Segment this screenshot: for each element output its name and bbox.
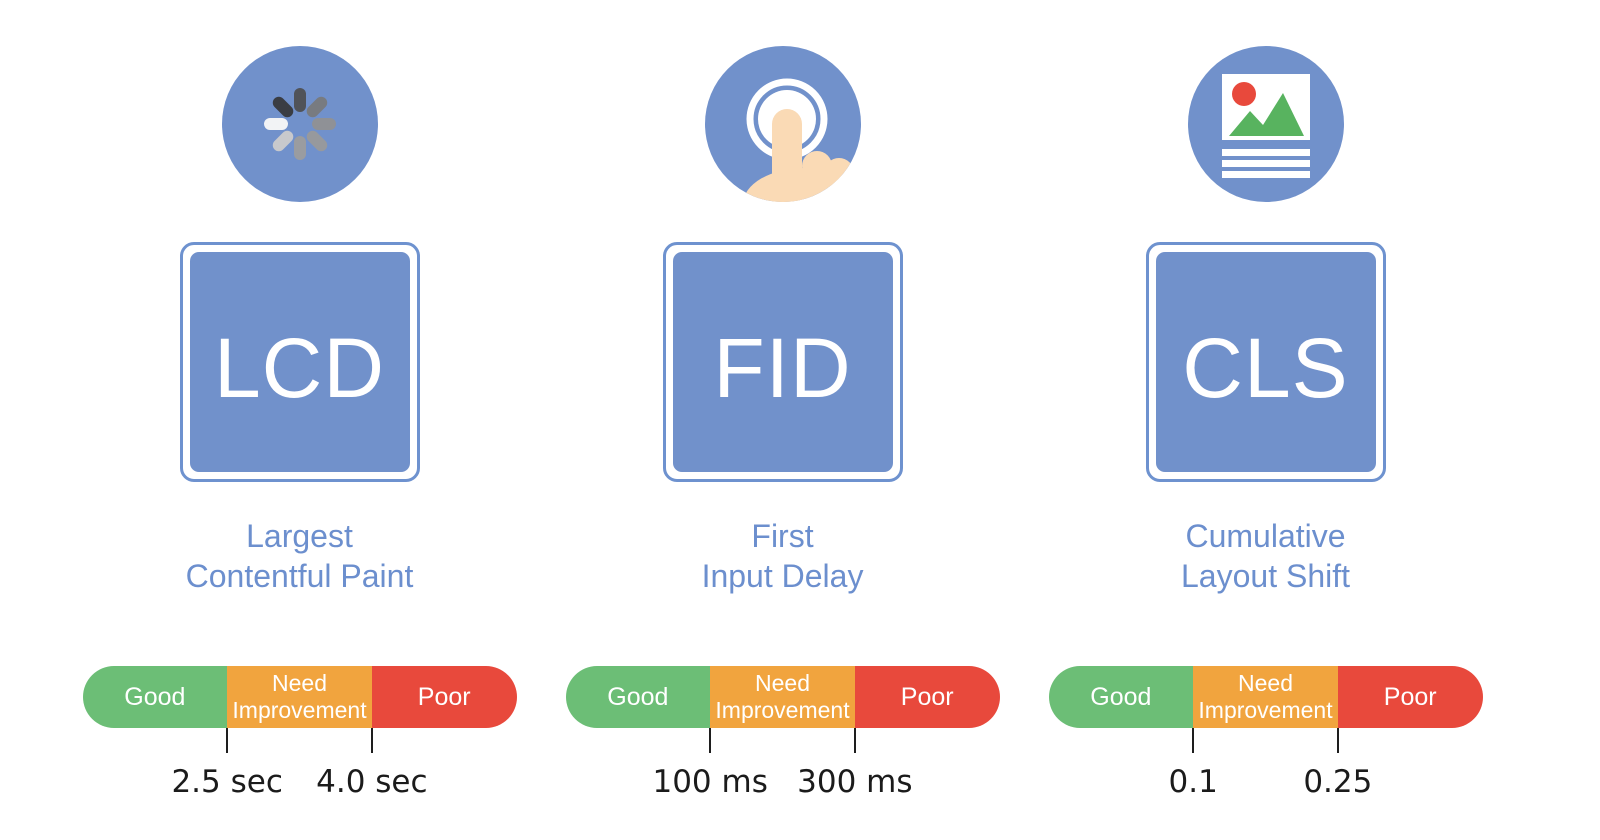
lcp-need-label-line1: Need (272, 670, 327, 696)
cls-abbr: CLS (1182, 321, 1349, 415)
fid-tick-poor-boundary (853, 728, 856, 753)
lcp-abbr: LCD (213, 321, 386, 415)
metric-column-cls: CLS Cumulative Layout Shift Good Need Im… (1024, 0, 1507, 836)
lcp-need-label-line2: Improvement (232, 697, 367, 723)
cls-tick-good-boundary (1192, 728, 1195, 753)
fid-threshold-good: 100 ms (652, 764, 768, 800)
lcp-scale: Good Need Improvement Poor 2.5 sec 4.0 s… (82, 666, 517, 836)
fid-scale: Good Need Improvement Poor 100 ms 300 ms (565, 666, 1000, 836)
lcp-good-segment: Good (82, 666, 228, 728)
fid-tick-good-boundary (709, 728, 712, 753)
fid-abbr-box-inner: FID (672, 252, 893, 472)
fid-good-segment: Good (565, 666, 711, 728)
cls-poor-label: Poor (1383, 682, 1437, 711)
fid-icon-circle (704, 46, 861, 202)
fid-need-label-line1: Need (755, 670, 810, 696)
lcp-tick-poor-boundary (370, 728, 373, 753)
lcp-icon-circle (221, 46, 378, 202)
lcp-name-line1: Largest (246, 518, 353, 554)
metric-column-lcp: LCD Largest Contentful Paint Good Need I… (58, 0, 541, 836)
cls-poor-segment: Poor (1337, 666, 1483, 728)
lcp-name: Largest Contentful Paint (186, 516, 414, 596)
cls-good-segment: Good (1048, 666, 1194, 728)
lcp-name-line2: Contentful Paint (185, 558, 414, 594)
fid-need-improvement-segment: Need Improvement (710, 666, 855, 728)
fid-need-label-line2: Improvement (715, 697, 850, 723)
fid-abbr: FID (713, 321, 852, 415)
cls-threshold-good: 0.1 (1168, 764, 1218, 800)
fid-name-line1: First (751, 518, 814, 554)
cls-tick-poor-boundary (1336, 728, 1339, 753)
cls-name-line1: Cumulative (1185, 518, 1346, 554)
fid-poor-segment: Poor (854, 666, 1000, 728)
cls-scale-bar: Good Need Improvement Poor (1048, 666, 1483, 728)
fid-abbr-box: FID (662, 242, 903, 482)
cls-icon-circle (1187, 46, 1344, 202)
cls-name: Cumulative Layout Shift (1181, 516, 1350, 596)
loading-spinner-icon (221, 46, 378, 202)
metric-columns: LCD Largest Contentful Paint Good Need I… (58, 0, 1507, 836)
tap-touch-icon (704, 46, 861, 202)
fid-poor-label: Poor (900, 682, 954, 711)
cls-need-label-line2: Improvement (1198, 697, 1333, 723)
cls-abbr-box: CLS (1145, 242, 1386, 482)
cls-abbr-box-inner: CLS (1155, 252, 1376, 472)
fid-name: First Input Delay (702, 516, 864, 596)
lcp-abbr-box: LCD (179, 242, 420, 482)
cls-need-label-line1: Need (1238, 670, 1293, 696)
fid-good-label: Good (607, 682, 669, 711)
fid-threshold-poor: 300 ms (797, 764, 913, 800)
lcp-tick-good-boundary (226, 728, 229, 753)
lcp-scale-bar: Good Need Improvement Poor (82, 666, 517, 728)
lcp-good-label: Good (124, 682, 186, 711)
lcp-need-improvement-segment: Need Improvement (227, 666, 372, 728)
cls-good-label: Good (1090, 682, 1152, 711)
cls-scale: Good Need Improvement Poor 0.1 0.25 (1048, 666, 1483, 836)
fid-scale-bar: Good Need Improvement Poor (565, 666, 1000, 728)
lcp-abbr-box-inner: LCD (189, 252, 410, 472)
lcp-poor-segment: Poor (371, 666, 517, 728)
cls-need-improvement-segment: Need Improvement (1193, 666, 1338, 728)
metric-column-fid: FID First Input Delay Good Need Improvem… (541, 0, 1024, 836)
cls-threshold-poor: 0.25 (1303, 764, 1373, 800)
lcp-threshold-good: 2.5 sec (171, 764, 283, 800)
lcp-threshold-poor: 4.0 sec (316, 764, 428, 800)
page-layout-icon (1187, 46, 1344, 202)
fid-name-line2: Input Delay (701, 558, 864, 594)
lcp-poor-label: Poor (417, 682, 471, 711)
cls-name-line2: Layout Shift (1181, 558, 1350, 594)
